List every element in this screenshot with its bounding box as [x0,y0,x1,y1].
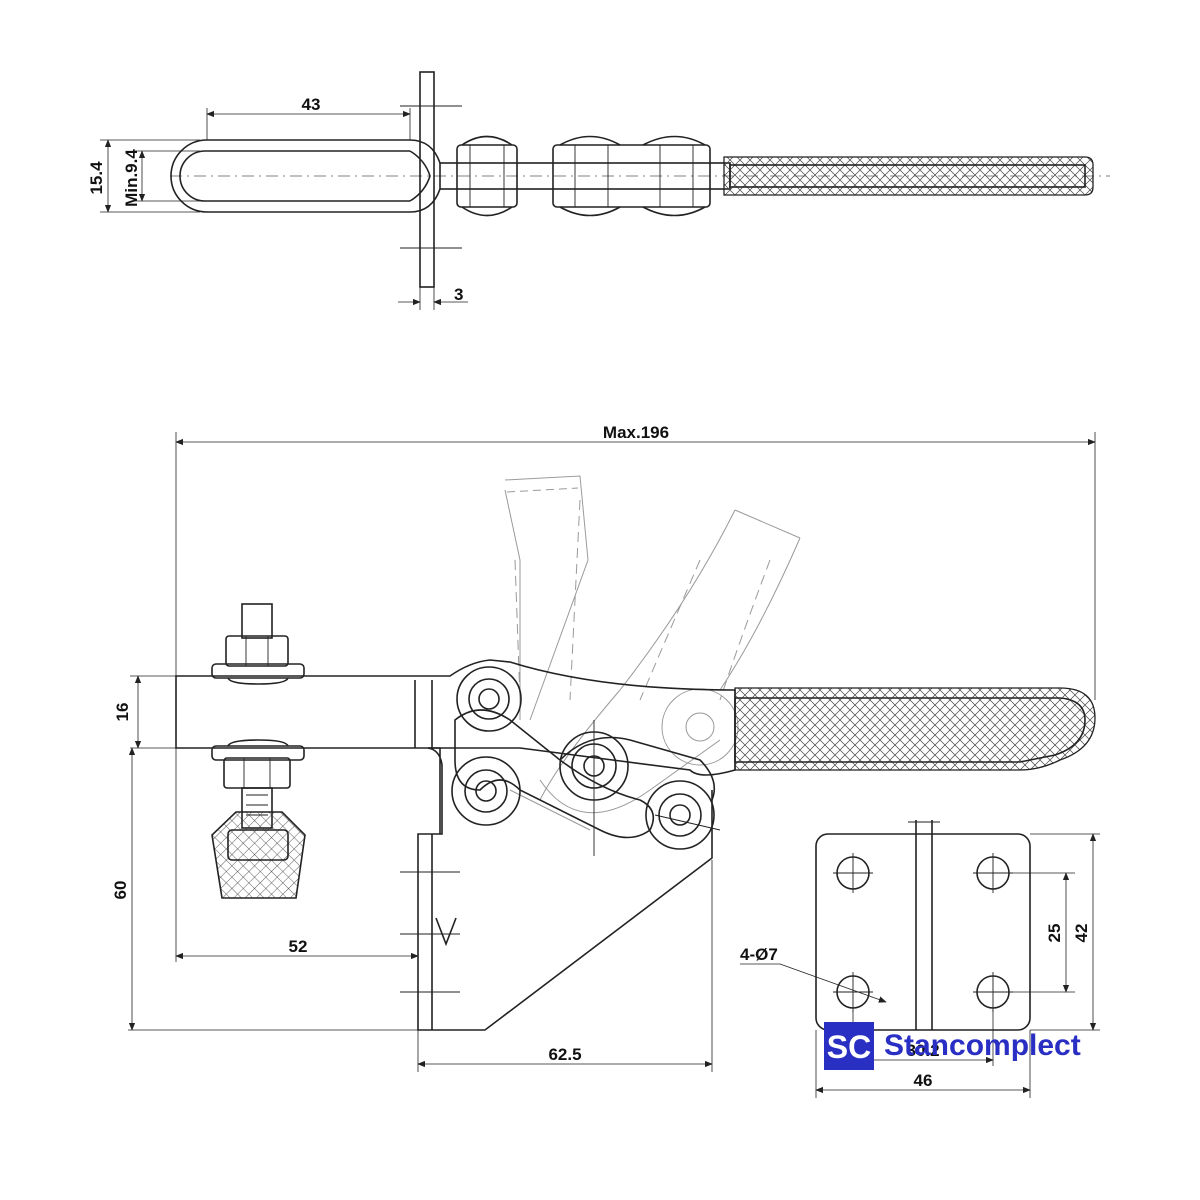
logo-name: Stancomplect [884,1029,1081,1062]
dim-spindle-reach: 52 [289,937,308,956]
dim-top-height-outer: 15.4 [87,161,106,195]
handle-grip [734,687,1096,771]
dim-top-handle-length: 43 [302,95,321,114]
dim-plate-width: 46 [914,1071,933,1090]
dim-hole-spacing-vertical: 25 [1045,924,1064,943]
dim-top-height-inner: Min.9.4 [122,149,141,207]
side-view [128,432,1096,1072]
mounting-holes [833,853,1013,1012]
stancomplect-logo: SC Stancomplect [824,1022,1081,1070]
top-view [100,71,1110,310]
rubber-tip [211,811,306,899]
dim-base-height: 60 [111,881,130,900]
dim-hole-spec: 4-Ø7 [740,945,778,964]
dim-hole-spacing-horizontal: 30.2 [906,1041,939,1060]
spindle-bolt [211,603,305,829]
dim-spindle-block-height: 16 [113,703,132,722]
dim-overall-length: Max.196 [603,423,669,442]
dim-base-length: 62.5 [548,1045,581,1064]
logo-mark: SC [827,1029,871,1065]
pivot-pins [451,666,721,856]
pivot-pin-group-1 [456,135,518,217]
logo-mark-bg [824,1022,874,1070]
handle-open-position-ghost [504,475,801,831]
dim-top-plate-thickness: 3 [454,285,463,304]
pivot-pin-group-2 [552,135,711,217]
dim-plate-height: 42 [1072,924,1091,943]
base-plate-view [740,820,1100,1098]
